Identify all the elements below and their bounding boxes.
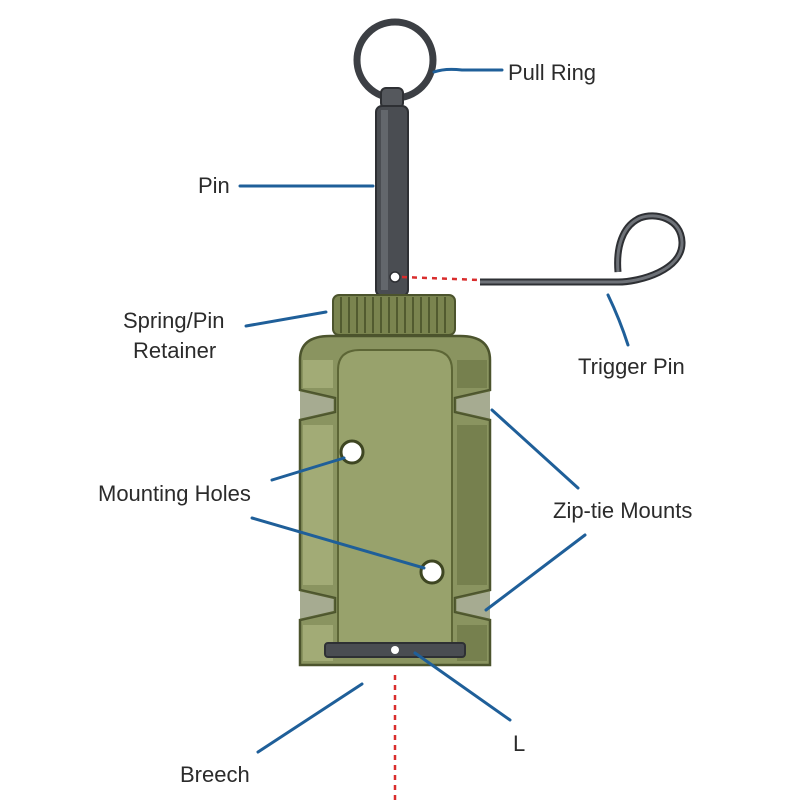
leader-zip-tie-upper — [490, 408, 580, 490]
leader-zip-tie-lower — [484, 533, 587, 612]
spring-pin-retainer — [332, 294, 456, 336]
trigger-pin-highlight — [480, 214, 684, 284]
trigger-dashed-line — [401, 275, 481, 282]
breech-opening — [391, 646, 399, 654]
label-spring-pin-retainer-line1: Spring/Pin — [123, 308, 225, 333]
label-pull-ring: Pull Ring — [508, 60, 596, 85]
trigger-pin — [480, 212, 686, 286]
mounting-hole-lower — [419, 559, 445, 585]
label-spring-pin-retainer-line2: Retainer — [133, 338, 216, 363]
leader-breech — [256, 682, 364, 754]
zip-tie-mount-lower-left — [300, 590, 335, 620]
leader-mounting-hole-lower — [250, 516, 426, 570]
mounting-hole-upper — [339, 439, 365, 465]
leader-pull-ring — [432, 67, 504, 74]
pin — [375, 87, 409, 297]
label-mounting-holes: Mounting Holes — [98, 481, 251, 506]
label-breech: Breech — [180, 762, 250, 787]
zip-tie-mount-lower-right — [455, 590, 490, 620]
label-trigger-pin: Trigger Pin — [578, 354, 685, 379]
zip-tie-mount-upper-right — [455, 390, 490, 420]
pull-ring — [353, 18, 437, 102]
leader-mounting-hole-upper — [270, 456, 346, 482]
leader-l — [413, 651, 512, 722]
label-zip-tie-mounts: Zip-tie Mounts — [553, 498, 692, 523]
leader-trigger-pin — [606, 293, 630, 347]
device-body — [298, 334, 492, 667]
label-pin: Pin — [198, 173, 230, 198]
label-l: L — [513, 731, 525, 756]
zip-tie-mount-upper-left — [300, 390, 335, 420]
leader-spring-pin-retainer — [244, 310, 328, 328]
pin-hole — [389, 271, 401, 283]
